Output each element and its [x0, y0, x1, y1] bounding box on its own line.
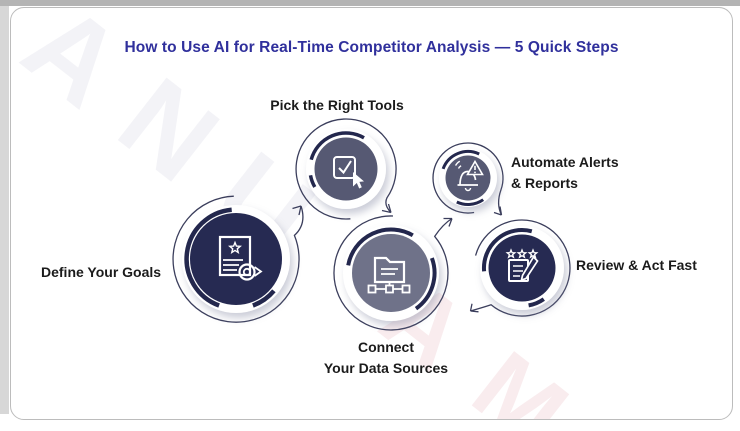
- step-4-label: Automate Alerts & Reports: [511, 152, 619, 194]
- step-2-arc: [308, 131, 365, 188]
- step-2-circle: [295, 118, 397, 220]
- step-3-label-line-2: Your Data Sources: [323, 360, 449, 376]
- step-3-circle: [333, 215, 453, 331]
- certificate-award-icon: [218, 235, 263, 281]
- step-2-label: Pick the Right Tools: [270, 97, 404, 113]
- step-1-circle: [172, 195, 304, 323]
- step-4-circle: [432, 142, 504, 216]
- step-3-label-line-1: Connect: [358, 339, 414, 355]
- step-5-arc: [481, 228, 545, 308]
- step-3-arrow: [333, 215, 453, 331]
- step-1-label: Define Your Goals: [41, 264, 162, 280]
- folder-network-icon: [367, 256, 411, 294]
- step-1-arrow: [172, 195, 304, 323]
- step-4-inner-circle: [445, 155, 491, 201]
- step-5-label: Review & Act Fast: [576, 257, 697, 273]
- top-gray-strip: [0, 0, 740, 6]
- step-3-label: Connect Your Data Sources: [286, 337, 486, 379]
- step-5-circle: [469, 219, 571, 317]
- left-gray-strip: [0, 6, 9, 414]
- step-2-arrow: [295, 118, 397, 220]
- page-title: How to Use AI for Real-Time Competitor A…: [124, 39, 619, 56]
- step-4-arc: [441, 150, 485, 206]
- notepad-pencil-icon: [505, 248, 539, 282]
- step-4-arrow: [432, 142, 504, 216]
- step-3-arc: [346, 227, 437, 311]
- step-3-inner-circle: [352, 234, 430, 312]
- step-4-label-line-1: Automate Alerts: [511, 154, 619, 170]
- infographic-card: ANU AM How to Use AI for Real-Time Compe…: [10, 7, 733, 420]
- step-5-arrow: [469, 219, 571, 317]
- step-1-arc: [184, 207, 276, 308]
- step-5-inner-circle: [488, 234, 556, 302]
- checkbox-cursor-icon: [333, 156, 364, 189]
- step-4-label-line-2: & Reports: [511, 175, 578, 191]
- bell-alert-icon: [454, 159, 484, 192]
- steps-diagram: [172, 118, 571, 331]
- step-1-inner-circle: [190, 213, 282, 305]
